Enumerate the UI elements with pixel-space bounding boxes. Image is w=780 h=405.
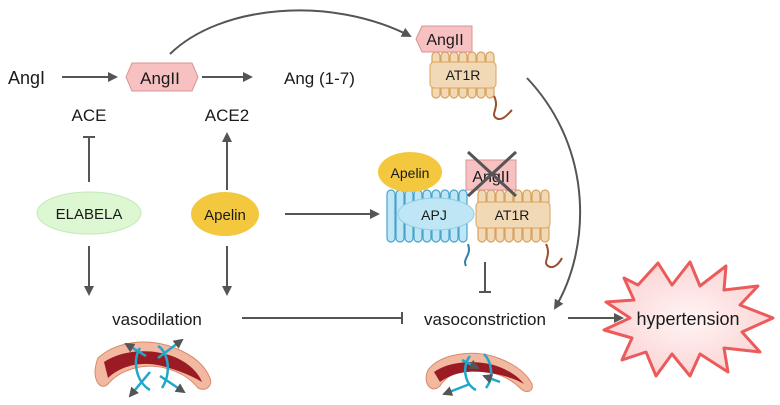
vessel-constricted-icon [425, 352, 533, 396]
ace-label: ACE [72, 106, 107, 125]
angII-receptor-top-label: AngII [426, 32, 463, 49]
block-cross-icon [466, 150, 518, 198]
vasodilation-label: vasodilation [112, 310, 202, 329]
at1r-top-label: AT1R [446, 67, 481, 83]
angII-top-label: AngII [140, 69, 180, 88]
at1r-top-tail [493, 95, 513, 120]
arrow-receptor-to-vasoconstriction [526, 77, 581, 310]
at1r-mid-label: AT1R [495, 207, 530, 223]
angII-top-box [125, 62, 199, 92]
apj-body [397, 197, 475, 231]
at1r-receptor-top: AngII AT1R [415, 25, 513, 120]
apelin-receptor-node [378, 152, 442, 192]
apelin-receptor-label: Apelin [391, 165, 430, 181]
vasoconstriction-label: vasoconstriction [424, 310, 546, 329]
hypertension-burst [602, 260, 775, 378]
hypertension-label: hypertension [636, 309, 739, 329]
elabela-node [36, 191, 142, 235]
ace2-label: ACE2 [205, 106, 249, 125]
apj-label: APJ [421, 207, 447, 223]
at1r-top-body [429, 61, 497, 89]
at1r-mid-tail [545, 243, 563, 268]
elabela-label: ELABELA [56, 206, 123, 223]
apj-tail [464, 243, 470, 267]
angII-receptor-top-box [415, 25, 473, 53]
apj-at1r-complex: Apelin AngII APJ AT1R [378, 150, 563, 268]
at1r-mid-body [475, 201, 551, 229]
angI-label: AngI [8, 68, 45, 88]
connectors [62, 9, 624, 324]
arrow-angII-to-receptor [169, 9, 412, 55]
apelin-left-label: Apelin [204, 207, 246, 224]
ang17-label: Ang (1-7) [284, 69, 355, 88]
vessel-dilated-icon [94, 338, 212, 398]
apelin-node [191, 192, 259, 236]
